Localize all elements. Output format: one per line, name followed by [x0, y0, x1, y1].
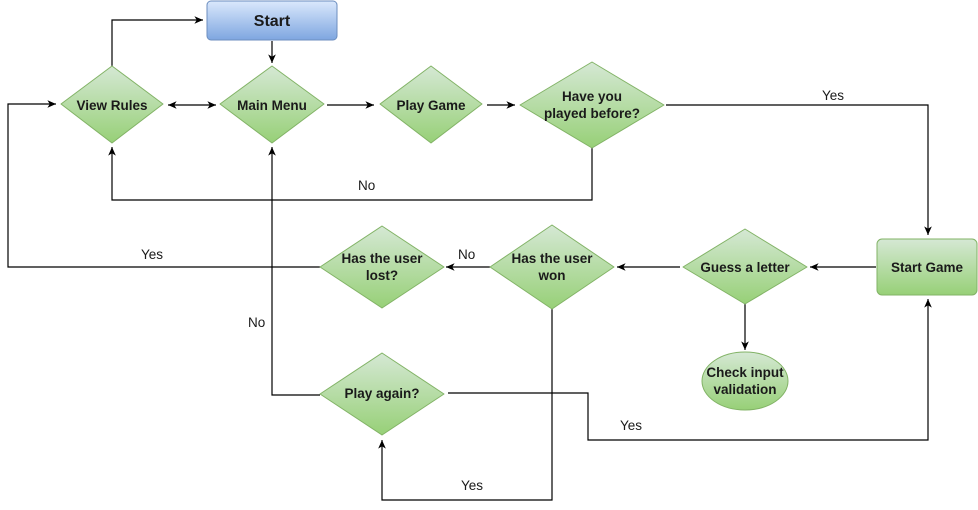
label-lost-yes: Yes: [141, 247, 163, 262]
edge-labels: Yes No No Yes No Yes Yes: [141, 88, 844, 493]
view-rules-label: View Rules: [76, 98, 147, 113]
view-rules-node[interactable]: View Rules: [60, 65, 164, 144]
played-before-label-line2: played before?: [544, 106, 640, 121]
play-game-label: Play Game: [396, 98, 466, 113]
start-node-label: Start: [254, 13, 291, 30]
edge-play-again-no: [268, 147, 320, 396]
played-before-label-line1: Have you: [562, 89, 622, 104]
check-input-node[interactable]: Check input validation: [701, 351, 789, 411]
edge-user-lost-yes: [7, 100, 320, 268]
play-game-node[interactable]: Play Game: [379, 65, 483, 144]
main-menu-label: Main Menu: [237, 98, 307, 113]
check-input-label-line1: Check input: [706, 365, 784, 380]
label-won-no: No: [458, 247, 475, 262]
label-again-no: No: [248, 315, 265, 330]
main-menu-node[interactable]: Main Menu: [219, 65, 325, 144]
user-won-node[interactable]: Has the user won: [489, 224, 615, 310]
label-again-yes: Yes: [620, 418, 642, 433]
user-won-label-line2: won: [538, 268, 566, 283]
check-input-label-line2: validation: [713, 382, 776, 397]
start-game-label: Start Game: [891, 260, 964, 275]
user-won-label-line1: Has the user: [511, 251, 593, 266]
user-lost-node[interactable]: Has the user lost?: [319, 225, 445, 309]
edge-play-again-yes: [448, 299, 932, 441]
label-played-no: No: [358, 178, 375, 193]
start-node[interactable]: Start: [206, 0, 338, 41]
edge-user-won-yes: [378, 309, 553, 501]
label-won-yes: Yes: [461, 478, 483, 493]
edge-played-before-yes: [666, 104, 932, 235]
edge-view-rules-to-start: [111, 16, 203, 66]
play-again-node[interactable]: Play again?: [319, 352, 445, 436]
play-again-label: Play again?: [344, 386, 419, 401]
guess-letter-node[interactable]: Guess a letter: [682, 228, 808, 305]
edge-played-before-no: [108, 147, 593, 201]
label-played-yes: Yes: [822, 88, 844, 103]
edges: [7, 16, 932, 501]
user-lost-label-line1: Has the user: [341, 251, 423, 266]
guess-letter-label: Guess a letter: [700, 260, 790, 275]
played-before-node[interactable]: Have you played before?: [519, 61, 665, 149]
start-game-node[interactable]: Start Game: [876, 238, 978, 296]
user-lost-label-line2: lost?: [366, 268, 398, 283]
